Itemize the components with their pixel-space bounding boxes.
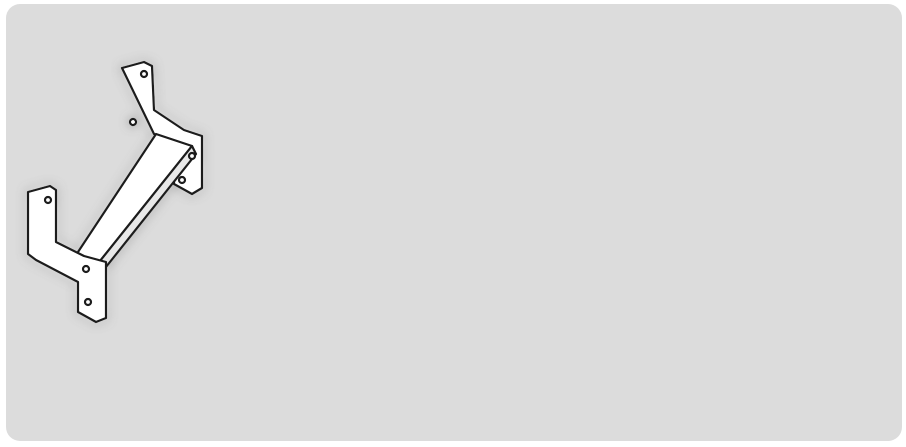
assembly-illustration [6, 4, 902, 441]
bracket-part [28, 62, 202, 322]
instruction-frame [6, 4, 902, 441]
panel-step-1 [28, 62, 202, 322]
